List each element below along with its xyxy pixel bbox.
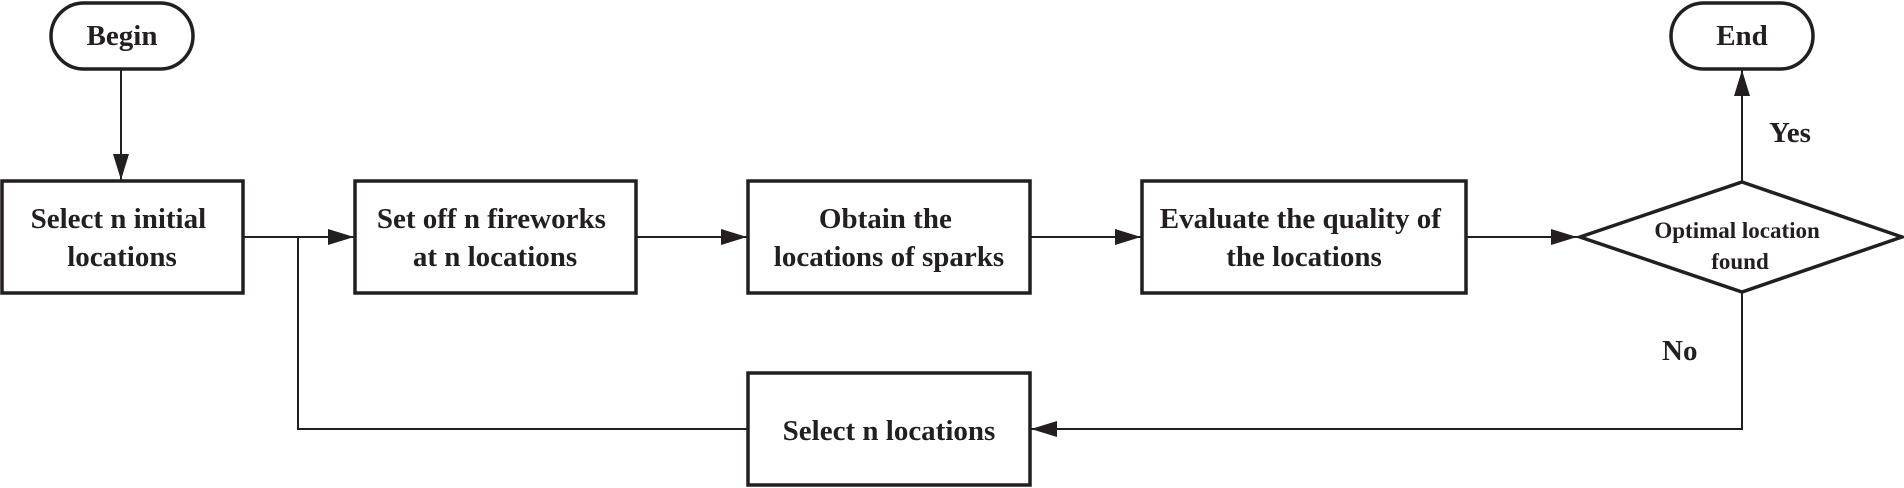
- set-off-box: [353, 179, 638, 295]
- select-initial-line-1: Select n initial: [31, 203, 207, 235]
- begin-terminal: [49, 1, 195, 71]
- obtain-line-2: locations of sparks: [774, 241, 1004, 273]
- evaluate-label: Evaluate the quality of the locations: [1160, 203, 1448, 273]
- obtain-box: [746, 179, 1032, 295]
- set-off-line-1: Set off n fireworks: [377, 203, 606, 235]
- decision-diamond: [1574, 180, 1904, 294]
- yes-label: Yes: [1769, 117, 1811, 149]
- decision-line-2: found: [1711, 249, 1769, 274]
- set-off-line-2: at n locations: [413, 241, 577, 273]
- loop-back-line: [297, 237, 747, 430]
- obtain-line-1: Obtain the: [819, 203, 952, 235]
- evaluate-line-1: Evaluate the quality of: [1160, 203, 1441, 235]
- evaluate-line-2: the locations: [1226, 241, 1381, 273]
- select-n-label: Select n locations: [783, 415, 996, 447]
- end-terminal: [1669, 1, 1815, 71]
- decision-line-1: Optimal location: [1654, 218, 1820, 243]
- no-label: No: [1662, 335, 1697, 367]
- select-initial-line-2: locations: [67, 241, 177, 273]
- evaluate-box: [1140, 179, 1468, 295]
- select-initial-box: [0, 179, 245, 295]
- select-n-box: [746, 371, 1032, 487]
- begin-label: Begin: [87, 20, 158, 52]
- end-label: End: [1716, 20, 1768, 52]
- arrow-decision-to-select-n: [1031, 293, 1743, 437]
- obtain-label: Obtain the locations of sparks: [774, 203, 1004, 273]
- select-initial-label: Select n initial locations: [31, 203, 214, 273]
- decision-label: Optimal location found: [1654, 218, 1825, 274]
- set-off-label: Set off n fireworks at n locations: [377, 203, 613, 273]
